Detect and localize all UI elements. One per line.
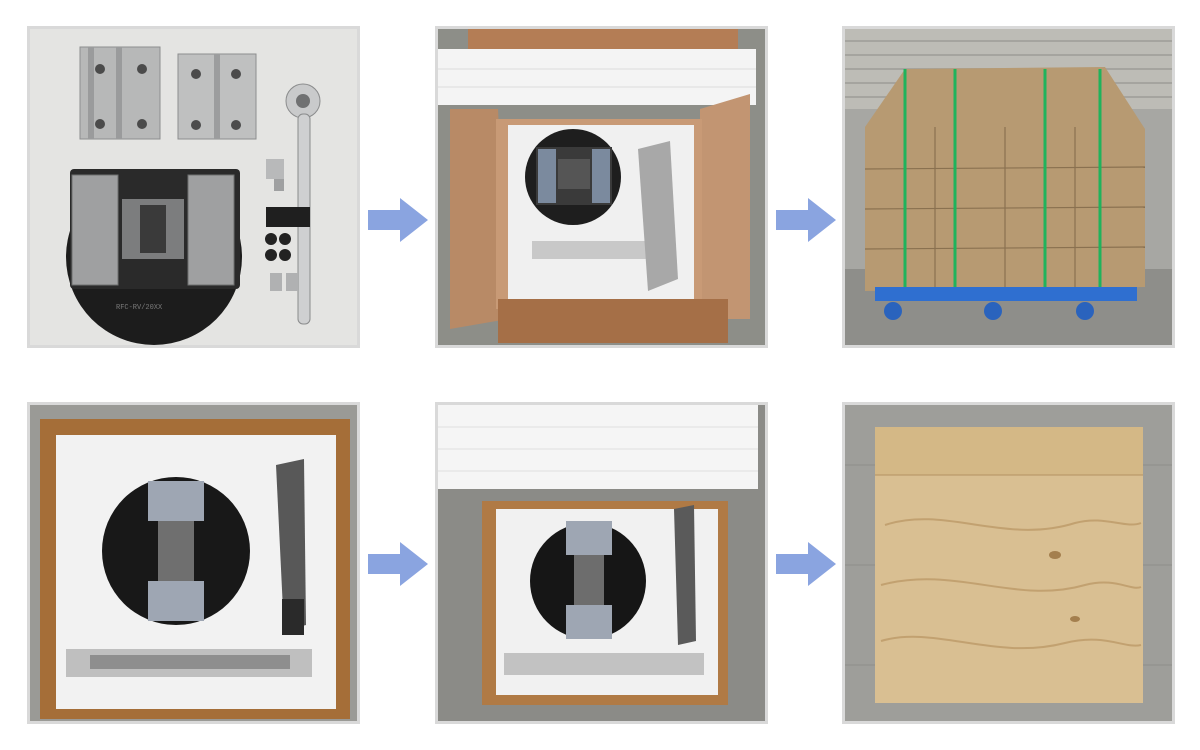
arrow-right-icon xyxy=(366,196,430,244)
photo-vise-accessories: RFC-RV/20XX xyxy=(27,26,360,348)
photo-pallet xyxy=(842,26,1175,348)
photo-plywood-crate xyxy=(842,402,1175,724)
photo-foam-lid-crate xyxy=(435,402,768,724)
arrow-right-icon xyxy=(774,196,838,244)
jaw-block-left xyxy=(79,46,161,140)
photo-foam-carton xyxy=(435,26,768,348)
arrow-right-icon xyxy=(774,540,838,588)
photo-wood-frame xyxy=(27,402,360,724)
jaw-block-right xyxy=(177,53,257,140)
arrow-right-icon xyxy=(366,540,430,588)
base-engraving: RFC-RV/20XX xyxy=(116,304,163,312)
